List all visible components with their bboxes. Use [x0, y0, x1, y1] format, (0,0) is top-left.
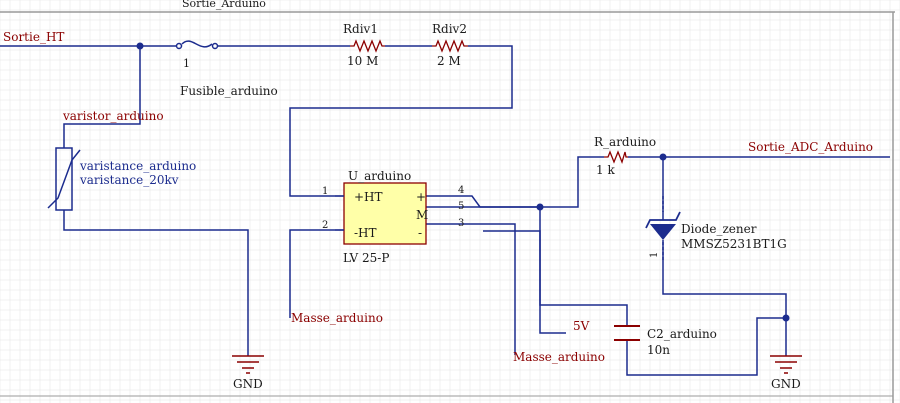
wire-pin4	[426, 195, 540, 208]
junction-gnd	[782, 314, 790, 322]
sensor-pin-4: 4	[458, 185, 464, 196]
junctions	[136, 42, 790, 322]
net-masse-1[interactable]: Masse_arduino	[291, 311, 383, 325]
gnd-symbol-2[interactable]	[770, 355, 802, 374]
varistor-comment: varistance_arduino	[79, 159, 196, 173]
sensor-pin-2: 2	[322, 220, 328, 231]
sensor-pin-3: 3	[458, 218, 464, 229]
varistor-symbol[interactable]	[47, 147, 81, 211]
net-sortie-adc[interactable]: Sortie_ADC_Arduino	[748, 140, 873, 154]
net-5v[interactable]: 5V	[573, 319, 590, 333]
sheet-header: Sortie_Arduino	[182, 0, 266, 10]
rdiv1-symbol[interactable]	[350, 39, 385, 53]
r-arduino-value: 1 k	[596, 163, 615, 177]
sensor-part: LV 25-P	[343, 251, 389, 265]
sensor-pin-5: 5	[458, 201, 464, 212]
varistor-designator: varistor_arduino	[62, 109, 164, 123]
capacitor-symbol[interactable]	[614, 325, 640, 341]
gnd-label-2: GND	[771, 377, 801, 391]
r-arduino-designator: R_arduino	[594, 135, 656, 149]
wire-masse-1	[289, 229, 344, 318]
fuse-pin: 1	[183, 57, 190, 70]
sensor-pin-1: 1	[322, 186, 328, 197]
cap-value: 10n	[647, 343, 670, 357]
rdiv1-designator: Rdiv1	[343, 22, 378, 36]
wire-rdiv2-sensor	[289, 45, 513, 197]
rdiv2-symbol[interactable]	[432, 39, 468, 53]
sensor-symbol[interactable]	[335, 182, 427, 245]
sensor-label-hp: +HT	[354, 190, 383, 204]
varistor-value: varistance_20kv	[79, 173, 179, 187]
sensor-label-hm: -HT	[354, 226, 377, 240]
wire-cap-top	[539, 207, 628, 326]
zener-value: MMSZ5231BT1G	[681, 237, 787, 251]
rdiv2-designator: Rdiv2	[432, 22, 467, 36]
gnd-label-1: GND	[233, 377, 263, 391]
wire-pin5	[426, 156, 604, 208]
net-sortie-ht[interactable]: Sortie_HT	[3, 30, 64, 44]
junction-ht	[136, 42, 144, 50]
wire-masse-2	[426, 223, 516, 355]
wire-varistor-gnd	[63, 210, 249, 356]
wire-5v	[483, 230, 566, 334]
sensor-label-m: M	[416, 208, 428, 222]
sensor-designator: U_arduino	[348, 169, 411, 183]
wires	[0, 45, 890, 376]
wire-varistor-top	[63, 46, 141, 148]
junction-out	[536, 203, 544, 211]
cap-designator: C2_arduino	[647, 327, 717, 341]
sensor-label-plus: +	[416, 190, 426, 204]
net-masse-2[interactable]: Masse_arduino	[513, 350, 605, 364]
r-arduino-symbol[interactable]	[604, 150, 628, 164]
sensor-label-minus: -	[418, 226, 422, 240]
wire-cap-bottom	[626, 317, 786, 376]
fuse-designator: Fusible_arduino	[180, 84, 278, 98]
wire-zener-gnd	[662, 240, 787, 356]
sheet-border	[0, 11, 895, 403]
gnd-symbol-1[interactable]	[232, 355, 264, 374]
zener-designator: Diode_zener	[681, 222, 757, 236]
junction-adc	[659, 153, 667, 161]
zener-symbol[interactable]	[645, 196, 681, 262]
zener-pin: 1	[649, 252, 660, 258]
fuse-symbol[interactable]	[172, 40, 222, 50]
rdiv2-value: 2 M	[437, 54, 461, 68]
rdiv1-value: 10 M	[347, 54, 378, 68]
